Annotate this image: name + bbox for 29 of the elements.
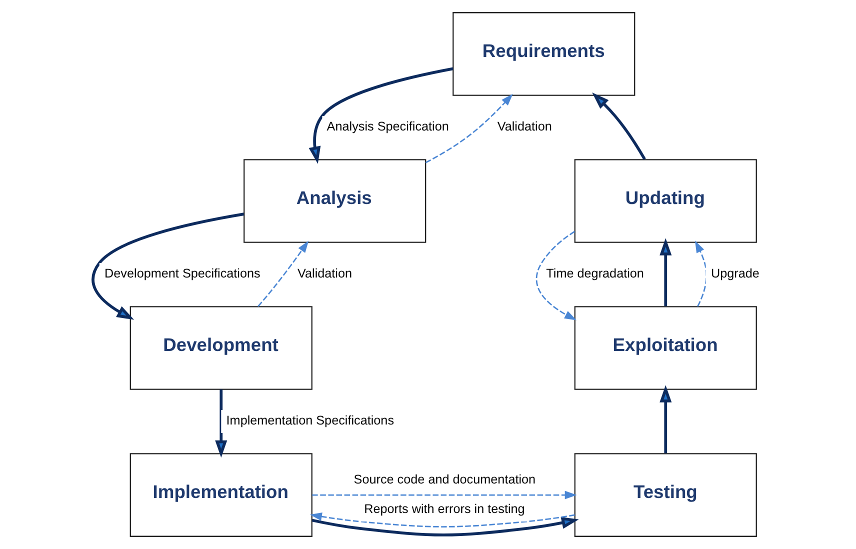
edge-label: Time degradation <box>546 266 644 281</box>
arrow <box>659 238 672 306</box>
edge-label: Development Specifications <box>104 266 260 281</box>
edge-label: Analysis Specification <box>326 120 448 134</box>
node-box: Analysis <box>243 159 426 243</box>
node-box: Implementation <box>129 453 312 537</box>
arrow <box>592 92 646 160</box>
arrow <box>257 240 308 307</box>
edge-label: Validation <box>496 120 552 134</box>
arrow <box>694 240 707 307</box>
edge-label: Reports with errors in testing <box>364 502 524 516</box>
edge-label: Validation <box>297 266 352 281</box>
edge-label: Implementation Specifications <box>226 414 394 428</box>
arrow <box>535 230 576 320</box>
arrow <box>308 67 453 164</box>
node-box: Development <box>129 306 312 390</box>
node-box: Exploitation <box>574 306 756 390</box>
arrow <box>311 516 578 536</box>
arrow <box>424 94 512 164</box>
node-box: Updating <box>574 159 756 243</box>
node-box: Testing <box>574 453 756 537</box>
arrow <box>659 385 672 454</box>
edge-label: Upgrade <box>710 266 759 281</box>
arrow <box>91 212 244 320</box>
arrow <box>312 490 576 500</box>
edge-label: Source code and documentation <box>353 472 536 486</box>
arrow <box>309 512 574 528</box>
node-box: Requirements <box>452 12 635 96</box>
arrow <box>214 389 227 458</box>
